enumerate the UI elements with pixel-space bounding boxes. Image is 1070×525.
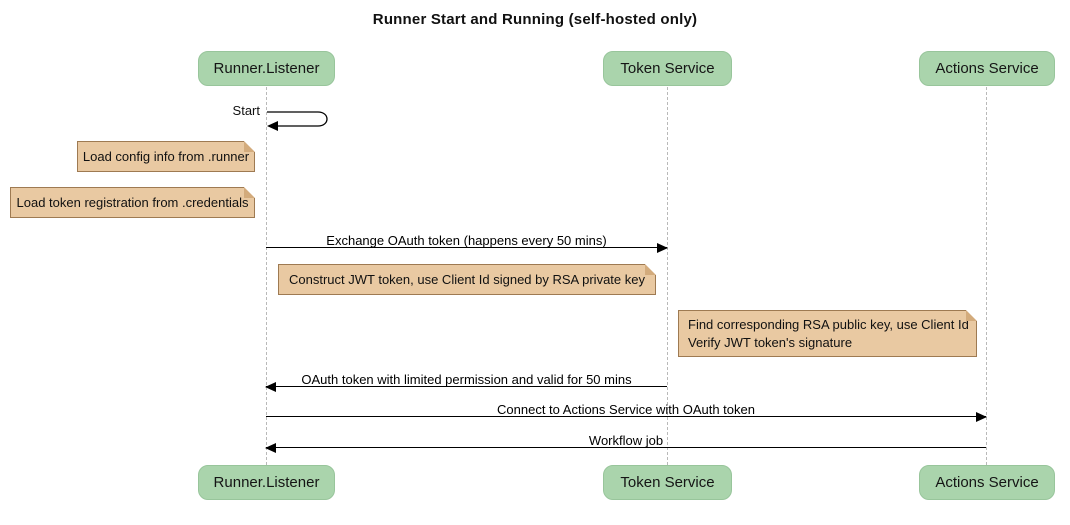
participant-label: Token Service (620, 474, 715, 491)
note-load-config: Load config info from .runner (77, 141, 255, 172)
lifeline-actions-service (986, 87, 987, 465)
arrowhead-left-icon (265, 381, 276, 392)
note-load-token-registration: Load token registration from .credential… (10, 187, 255, 218)
note-text: Construct JWT token, use Client Id signe… (289, 271, 645, 287)
note-text: Load token registration from .credential… (16, 194, 249, 210)
participant-label: Actions Service (935, 474, 1039, 491)
participant-token-service-bottom: Token Service (603, 465, 732, 500)
arrowhead-right-icon (657, 242, 668, 253)
note-verify-jwt: Find corresponding RSA public key, use C… (678, 310, 977, 357)
note-text: Find corresponding RSA public key, use C… (688, 316, 969, 332)
participant-actions-service-top: Actions Service (919, 51, 1055, 86)
message-connect-arrow (266, 411, 987, 422)
note-construct-jwt: Construct JWT token, use Client Id signe… (278, 264, 656, 295)
message-workflow-job-arrow (265, 442, 986, 453)
message-start-label: Start (232, 103, 260, 118)
participant-runner-listener-bottom: Runner.Listener (198, 465, 335, 500)
lifeline-token-service (667, 87, 668, 465)
participant-label: Actions Service (935, 60, 1039, 77)
arrowhead-left-icon (265, 442, 276, 453)
lifeline-runner-listener (266, 87, 267, 465)
message-workflow-job-label: Workflow job (588, 433, 664, 448)
self-message-arrow (267, 111, 328, 131)
message-exchange-oauth-arrow (266, 242, 668, 253)
message-connect-label: Connect to Actions Service with OAuth to… (497, 402, 755, 417)
message-oauth-return-arrow (265, 381, 667, 392)
participant-label: Token Service (620, 60, 715, 77)
participant-runner-listener-top: Runner.Listener (198, 51, 335, 86)
message-exchange-oauth-label: Exchange OAuth token (happens every 50 m… (326, 233, 607, 248)
participant-label: Runner.Listener (213, 60, 320, 77)
participant-label: Runner.Listener (213, 474, 320, 491)
arrowhead-right-icon (976, 411, 987, 422)
participant-actions-service-bottom: Actions Service (919, 465, 1055, 500)
participant-token-service-top: Token Service (603, 51, 732, 86)
diagram-title: Runner Start and Running (self-hosted on… (372, 11, 698, 28)
note-text: Load config info from .runner (82, 148, 250, 164)
message-oauth-return-label: OAuth token with limited permission and … (301, 372, 632, 387)
note-text: Verify JWT token's signature (688, 334, 853, 350)
